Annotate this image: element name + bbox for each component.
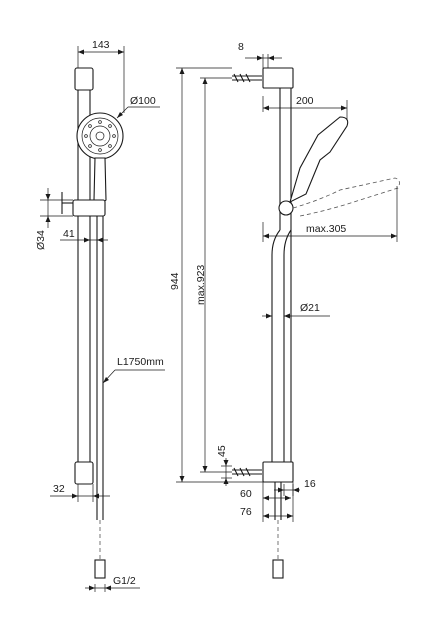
bottom-bracket-side	[262, 461, 294, 483]
dim-max305-label: max.305	[306, 223, 346, 235]
dim-dia34-label: Ø34	[35, 230, 47, 250]
dim-76-label: 76	[240, 506, 252, 518]
hand-shower-side	[289, 116, 349, 204]
shower-swing-outline	[292, 177, 400, 217]
dim-32-label: 32	[53, 483, 65, 495]
dim-944-label: 944	[169, 272, 181, 290]
dim-16-label: 16	[304, 478, 316, 490]
dim-143-label: 143	[92, 39, 110, 51]
dim-hose-length-label: L1750mm	[117, 356, 164, 368]
left-front-view: 143 Ø100 Ø34 41 L1750mm 32	[35, 39, 165, 592]
dim-200-label: 200	[296, 95, 314, 107]
dim-8-label: 8	[238, 41, 244, 53]
dim-g12-label: G1/2	[113, 575, 136, 587]
rail-curve	[271, 229, 281, 462]
dim-41-label: 41	[63, 228, 75, 240]
bottom-wall-bracket	[74, 461, 94, 485]
dim-max923-label: max.923	[195, 265, 207, 305]
hand-shower-head	[76, 112, 124, 204]
top-bracket-side	[262, 67, 294, 89]
dim-dia100-label: Ø100	[130, 95, 156, 107]
hose-connector-side	[272, 559, 284, 579]
right-side-view: 8 200 944 max.923 max.305 Ø21	[169, 41, 400, 579]
slider-holder	[61, 192, 106, 217]
dim-45-label: 45	[216, 445, 228, 457]
slider-knob	[278, 200, 294, 216]
dim-dia21-label: Ø21	[300, 302, 320, 314]
dim-60-label: 60	[240, 488, 252, 500]
top-wall-bracket	[74, 67, 94, 91]
hose-connector	[94, 559, 106, 579]
